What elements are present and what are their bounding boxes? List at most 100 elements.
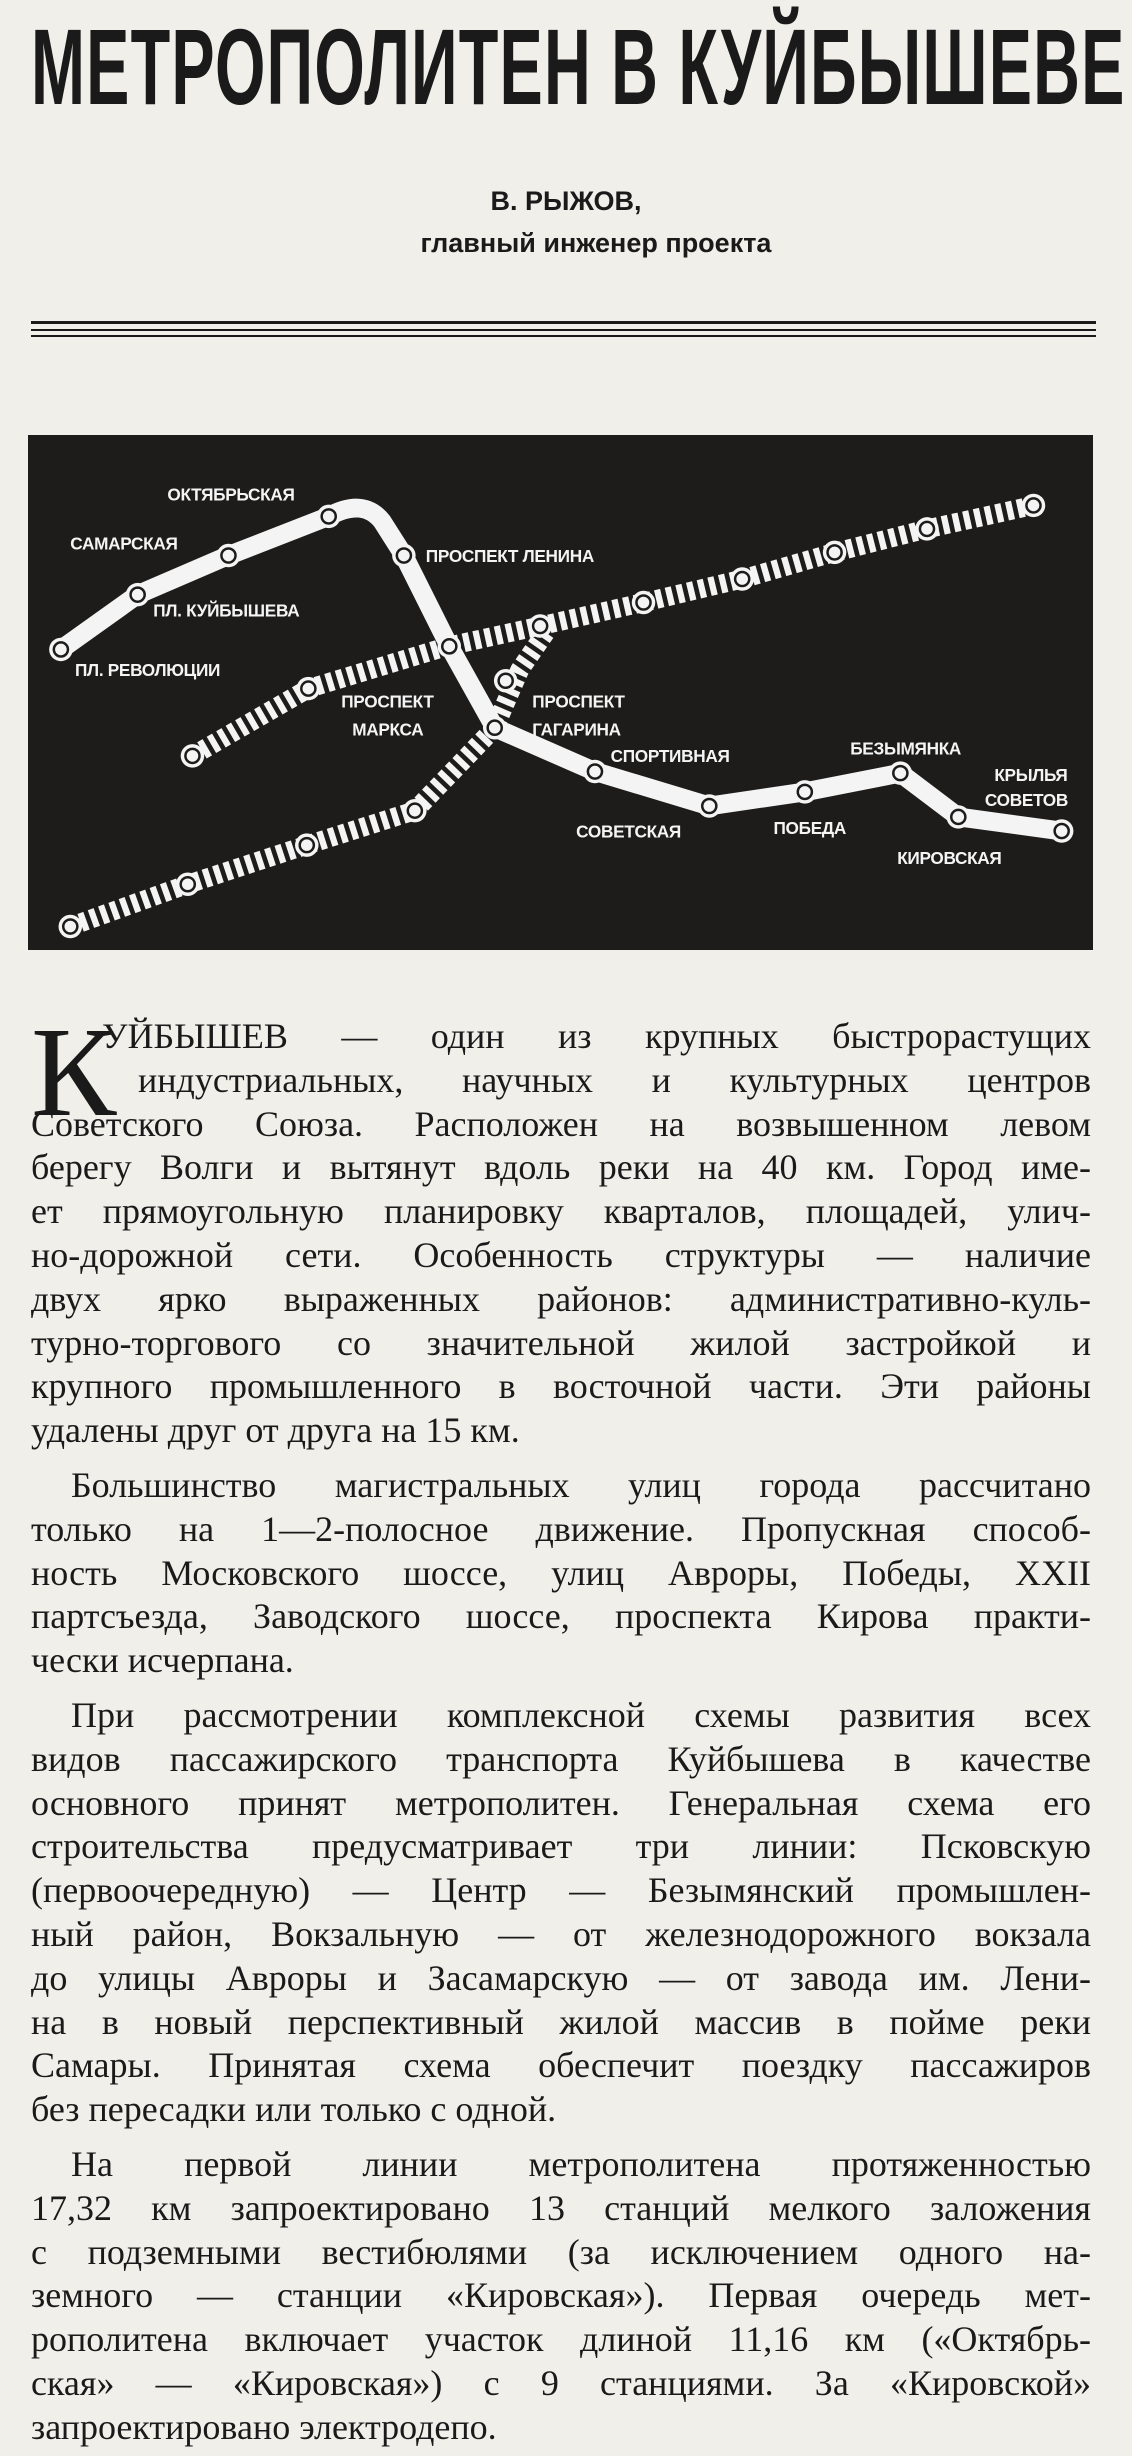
station-label: ПЛ. РЕВОЛЮЦИИ — [75, 660, 220, 680]
station-marker — [528, 614, 552, 638]
text-line: с подземными вестибюлями (за исключением… — [31, 2231, 1091, 2272]
station-marker-ring — [950, 808, 967, 826]
station-label: ПОБЕДА — [774, 818, 846, 838]
station-marker-ring — [796, 783, 814, 801]
station-marker — [296, 676, 321, 701]
station-label: ПРОСПЕКТ — [532, 691, 625, 711]
paragraph: УЙБЫШЕВ — один из крупных быстрорастущих… — [31, 1015, 1091, 1453]
text-line: На первой линии метрополитена протяженно… — [71, 2143, 1091, 2184]
text-line: видов пассажирского транспорта Куйбышева… — [31, 1738, 1091, 1779]
text-line: 17,32 км запроектировано 13 станций мелк… — [31, 2187, 1091, 2228]
station-marker-ring — [406, 802, 424, 819]
article-title: МЕТРОПОЛИТЕН В КУЙБЫШЕВЕ — [31, 6, 1126, 127]
text-line: чески исчерпана. — [31, 1640, 294, 1681]
station-marker-ring — [395, 547, 413, 564]
station-marker-ring — [1053, 822, 1070, 840]
text-line: до улицы Авроры и Засамарскую — от завод… — [31, 1957, 1091, 1998]
station-marker-ring — [892, 764, 909, 782]
station-label: СПОРТИВНАЯ — [611, 746, 730, 766]
text-line: УЙБЫШЕВ — один из крупных быстрорастущих — [102, 1016, 1091, 1056]
text-line: (первоочередную) — Центр — Безымянский п… — [31, 1870, 1091, 1911]
article-body: УЙБЫШЕВ — один из крупных быстрорастущих… — [31, 1015, 1091, 2450]
station-marker-ring — [320, 508, 338, 525]
text-line: индустриальных, научных и культурных цен… — [138, 1059, 1091, 1100]
station-marker — [1021, 493, 1046, 518]
paragraph: При рассмотрении комплексной схемы разви… — [31, 1694, 1091, 2132]
metro-line-planned-a — [187, 496, 1036, 765]
station-marker — [437, 634, 462, 659]
divider-rule — [31, 335, 1096, 337]
drop-cap: К — [31, 1001, 117, 1143]
station-marker — [176, 872, 200, 896]
text-line: но-дорожной сети. Особенность структуры … — [31, 1234, 1091, 1275]
text-line: Советского Союза. Расположен на возвышен… — [31, 1103, 1091, 1144]
station-marker-ring — [220, 547, 237, 564]
station-marker — [946, 805, 971, 829]
text-line: Большинство магистральных улиц города ра… — [71, 1464, 1091, 1505]
station-marker — [631, 590, 656, 615]
author-role: главный инженер проекта — [420, 228, 772, 258]
station-marker-ring — [826, 544, 843, 561]
divider-rule — [31, 329, 1096, 331]
station-marker-ring — [497, 672, 514, 690]
station-label: СОВЕТОВ — [985, 790, 1068, 810]
station-marker — [583, 759, 607, 784]
station-marker-ring — [300, 680, 317, 697]
station-label: ОКТЯБРЬСКАЯ — [167, 485, 294, 505]
text-line: только на 1—2-полосное движение. Пропуск… — [31, 1508, 1091, 1549]
station-marker — [493, 669, 518, 693]
metro-map: ОКТЯБРЬСКАЯ САМАРСКАЯ ПРОСПЕКТ ЛЕНИНА ПЛ… — [28, 435, 1093, 950]
station-label: ПЛ. КУЙБЫШЕВА — [153, 601, 299, 621]
station-marker — [915, 517, 939, 541]
station-marker-ring — [61, 918, 79, 935]
divider-rule — [31, 321, 1096, 324]
station-label: КРЫЛЬЯ — [994, 765, 1067, 785]
text-line: ская» — «Кировская») с 9 станциями. За «… — [31, 2362, 1091, 2403]
station-marker — [822, 540, 847, 565]
text-line: ный район, Вокзальную — от железнодорожн… — [31, 1913, 1091, 1954]
station-marker — [482, 715, 507, 740]
station-marker — [392, 543, 416, 568]
station-marker — [180, 744, 205, 768]
station-marker — [403, 798, 427, 823]
author-name: В. РЫЖОВ, — [490, 186, 642, 216]
text-line: рополитена включает участок длиной 11,16… — [31, 2319, 1091, 2360]
text-line: двух ярко выраженных районов: администра… — [31, 1278, 1091, 1319]
station-marker-ring — [129, 586, 146, 603]
text-line: на в новый перспективный жилой массив в … — [31, 2001, 1091, 2042]
station-marker — [730, 567, 754, 591]
station-label: САМАРСКАЯ — [70, 533, 177, 553]
station-marker — [125, 582, 150, 607]
station-marker-ring — [700, 797, 718, 815]
station-label: ГАГАРИНА — [532, 720, 620, 740]
text-line: При рассмотрении комплексной схемы разви… — [71, 1694, 1091, 1735]
station-label: БЕЗЫМЯНКА — [850, 738, 961, 758]
text-line: без пересадки или только с одной. — [31, 2089, 557, 2130]
station-marker-ring — [1025, 497, 1042, 514]
station-marker-ring — [531, 617, 549, 635]
station-marker-ring — [52, 641, 70, 658]
station-marker — [49, 637, 73, 662]
text-line: турно-торгового со значительной жилой за… — [31, 1322, 1091, 1363]
text-line: строительства предусматривает три линии:… — [31, 1826, 1091, 1867]
station-marker-ring — [184, 747, 201, 765]
station-marker — [697, 794, 722, 818]
station-marker-ring — [298, 836, 316, 854]
station-marker — [216, 543, 241, 568]
station-marker-ring — [179, 875, 197, 893]
text-line: ность Московского шоссе, улиц Авроры, По… — [31, 1552, 1091, 1593]
station-label: ПРОСПЕКТ ЛЕНИНА — [426, 546, 594, 566]
station-label: КИРОВСКАЯ — [897, 848, 1001, 868]
text-line: земного — станции «Кировская»). Первая о… — [31, 2275, 1091, 2316]
paragraph: Большинство магистральных улиц города ра… — [31, 1464, 1091, 1683]
station-label: ПРОСПЕКТ — [341, 691, 434, 711]
text-line: запроектировано электродепо. — [31, 2406, 497, 2447]
station-marker — [295, 833, 319, 857]
station-marker-ring — [586, 763, 604, 780]
station-marker-ring — [635, 594, 652, 611]
station-marker — [58, 914, 83, 939]
text-line: Самары. Принятая схема обеспечит поездку… — [31, 2045, 1091, 2086]
station-marker — [793, 780, 817, 804]
station-marker — [1049, 819, 1074, 843]
paragraph: На первой линии метрополитена протяженно… — [31, 2143, 1091, 2450]
